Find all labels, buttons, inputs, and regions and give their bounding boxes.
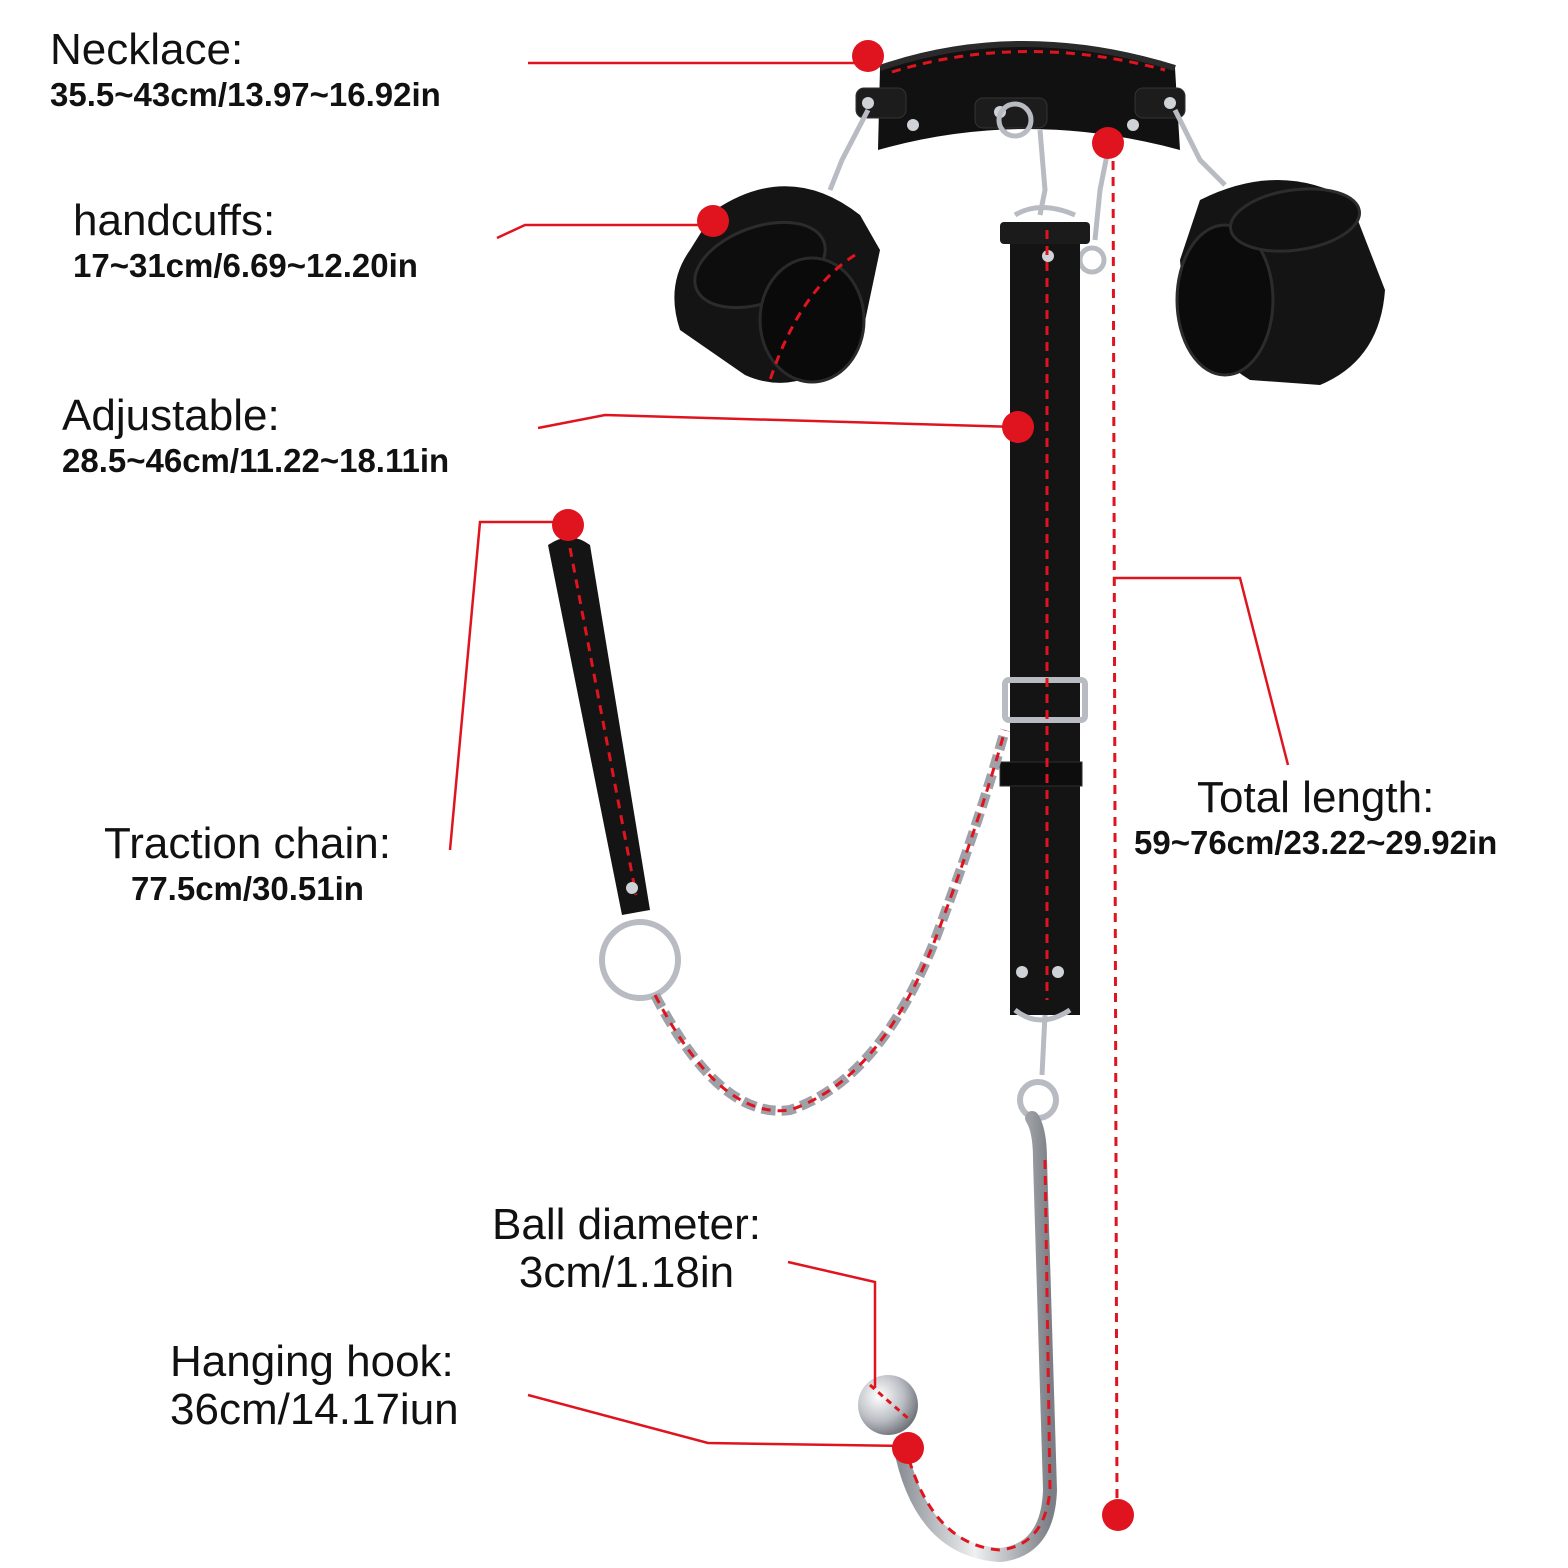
ball-diameter-value: 3cm/1.18in [518,1248,735,1297]
marker-dot-adjustable [1002,411,1034,443]
adjustable-strap [999,205,1090,1023]
adjustable-value: 28.5~46cm/11.22~18.11in [62,442,450,479]
marker-dots [552,40,1134,1531]
hanging-hook [858,1014,1059,1563]
marker-dot-handcuffs [697,205,729,237]
marker-dot-total [1102,1499,1134,1531]
adjustable-title: Adjustable: [62,391,280,440]
traction-label: Traction chain: 77.5cm/30.51in [104,819,391,907]
total-length-title: Total length: [1197,773,1435,822]
leader-lines [448,61,1290,1448]
ball-diameter-title: Ball diameter: [492,1200,762,1249]
right-handcuff [1175,180,1385,385]
traction-chain [650,728,1010,1116]
left-handcuff [674,186,880,384]
total-length-value: 59~76cm/23.22~29.92in [1134,824,1498,861]
hanging-hook-value: 36cm/14.17iun [170,1385,459,1434]
hanging-hook-label: Hanging hook: 36cm/14.17iun [170,1340,459,1432]
handcuffs-title: handcuffs: [73,196,276,245]
traction-value: 77.5cm/30.51in [130,870,364,907]
leash-handle [548,537,681,1001]
total-length-label: Total length: 59~76cm/23.22~29.92in [1134,773,1498,861]
marker-dot-traction [552,509,584,541]
marker-dot-hook [892,1432,924,1464]
collar [855,41,1186,150]
total-length-line [1111,144,1119,1506]
handcuffs-label: handcuffs: 17~31cm/6.69~12.20in [73,196,418,284]
handcuffs-value: 17~31cm/6.69~12.20in [73,247,418,284]
traction-title: Traction chain: [104,819,391,868]
necklace-title: Necklace: [50,25,244,74]
marker-dot-necklace [852,40,884,72]
necklace-label: Necklace: 35.5~43cm/13.97~16.92in [50,25,441,113]
ball-diameter-label: Ball diameter: 3cm/1.18in [492,1203,761,1295]
necklace-value: 35.5~43cm/13.97~16.92in [50,76,441,113]
marker-dot-collar [1092,127,1124,159]
hanging-hook-title: Hanging hook: [170,1337,454,1386]
adjustable-label: Adjustable: 28.5~46cm/11.22~18.11in [62,391,450,479]
